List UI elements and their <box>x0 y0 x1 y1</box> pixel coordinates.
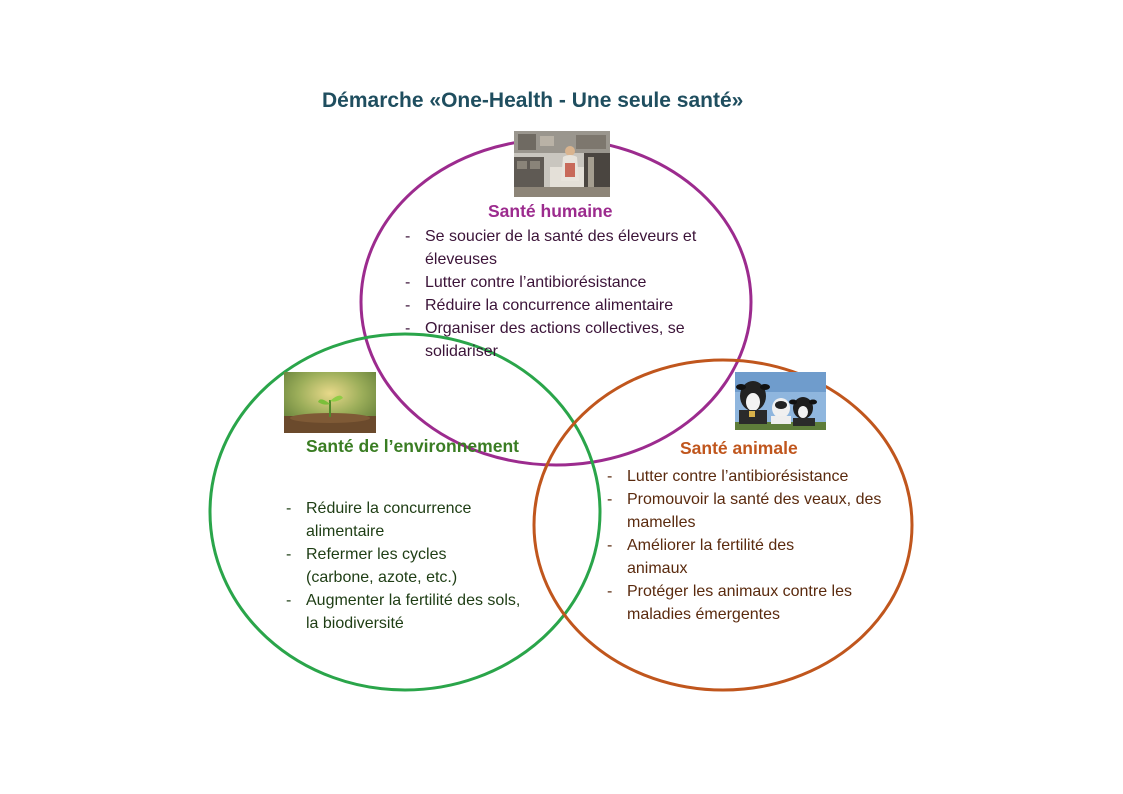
list-item: -Organiser des actions collectives, se s… <box>405 320 685 360</box>
human-health-list: -Se soucier de la santé des éleveurs et … <box>405 225 735 363</box>
circle-animal <box>532 358 914 692</box>
list-item: -Se soucier de la santé des éleveurs et … <box>405 228 697 268</box>
circle-environment <box>208 332 602 692</box>
animal-health-heading: Santé animale <box>680 438 798 458</box>
list-item: -Réduire la concurrence alimentaire <box>405 297 674 314</box>
list-item: -Améliorer la fertilité des animaux <box>607 537 795 577</box>
list-item: -Promouvoir la santé des veaux, des mame… <box>607 491 882 531</box>
list-item: -Refermer les cycles (carbone, azote, et… <box>286 546 458 586</box>
list-item: -Augmenter la fertilité des sols, la bio… <box>286 592 521 632</box>
kitchen-photo <box>514 131 610 197</box>
list-item: -Lutter contre l’antibiorésistance <box>607 468 849 485</box>
list-item: -Réduire la concurrence alimentaire <box>286 500 472 540</box>
diagram-title: Démarche «One-Health - Une seule santé» <box>322 89 744 112</box>
human-health-heading: Santé humaine <box>488 201 613 221</box>
list-item: -Protéger les animaux contre les maladie… <box>607 583 852 623</box>
seedling-photo <box>284 372 376 433</box>
cows-photo <box>735 372 826 430</box>
list-item: -Lutter contre l’antibiorésistance <box>405 274 647 291</box>
animal-health-list: -Lutter contre l’antibiorésistance -Prom… <box>607 465 907 626</box>
environment-health-list: -Réduire la concurrence alimentaire -Ref… <box>286 497 526 635</box>
environment-health-heading: Santé de l’environnement <box>306 436 519 456</box>
